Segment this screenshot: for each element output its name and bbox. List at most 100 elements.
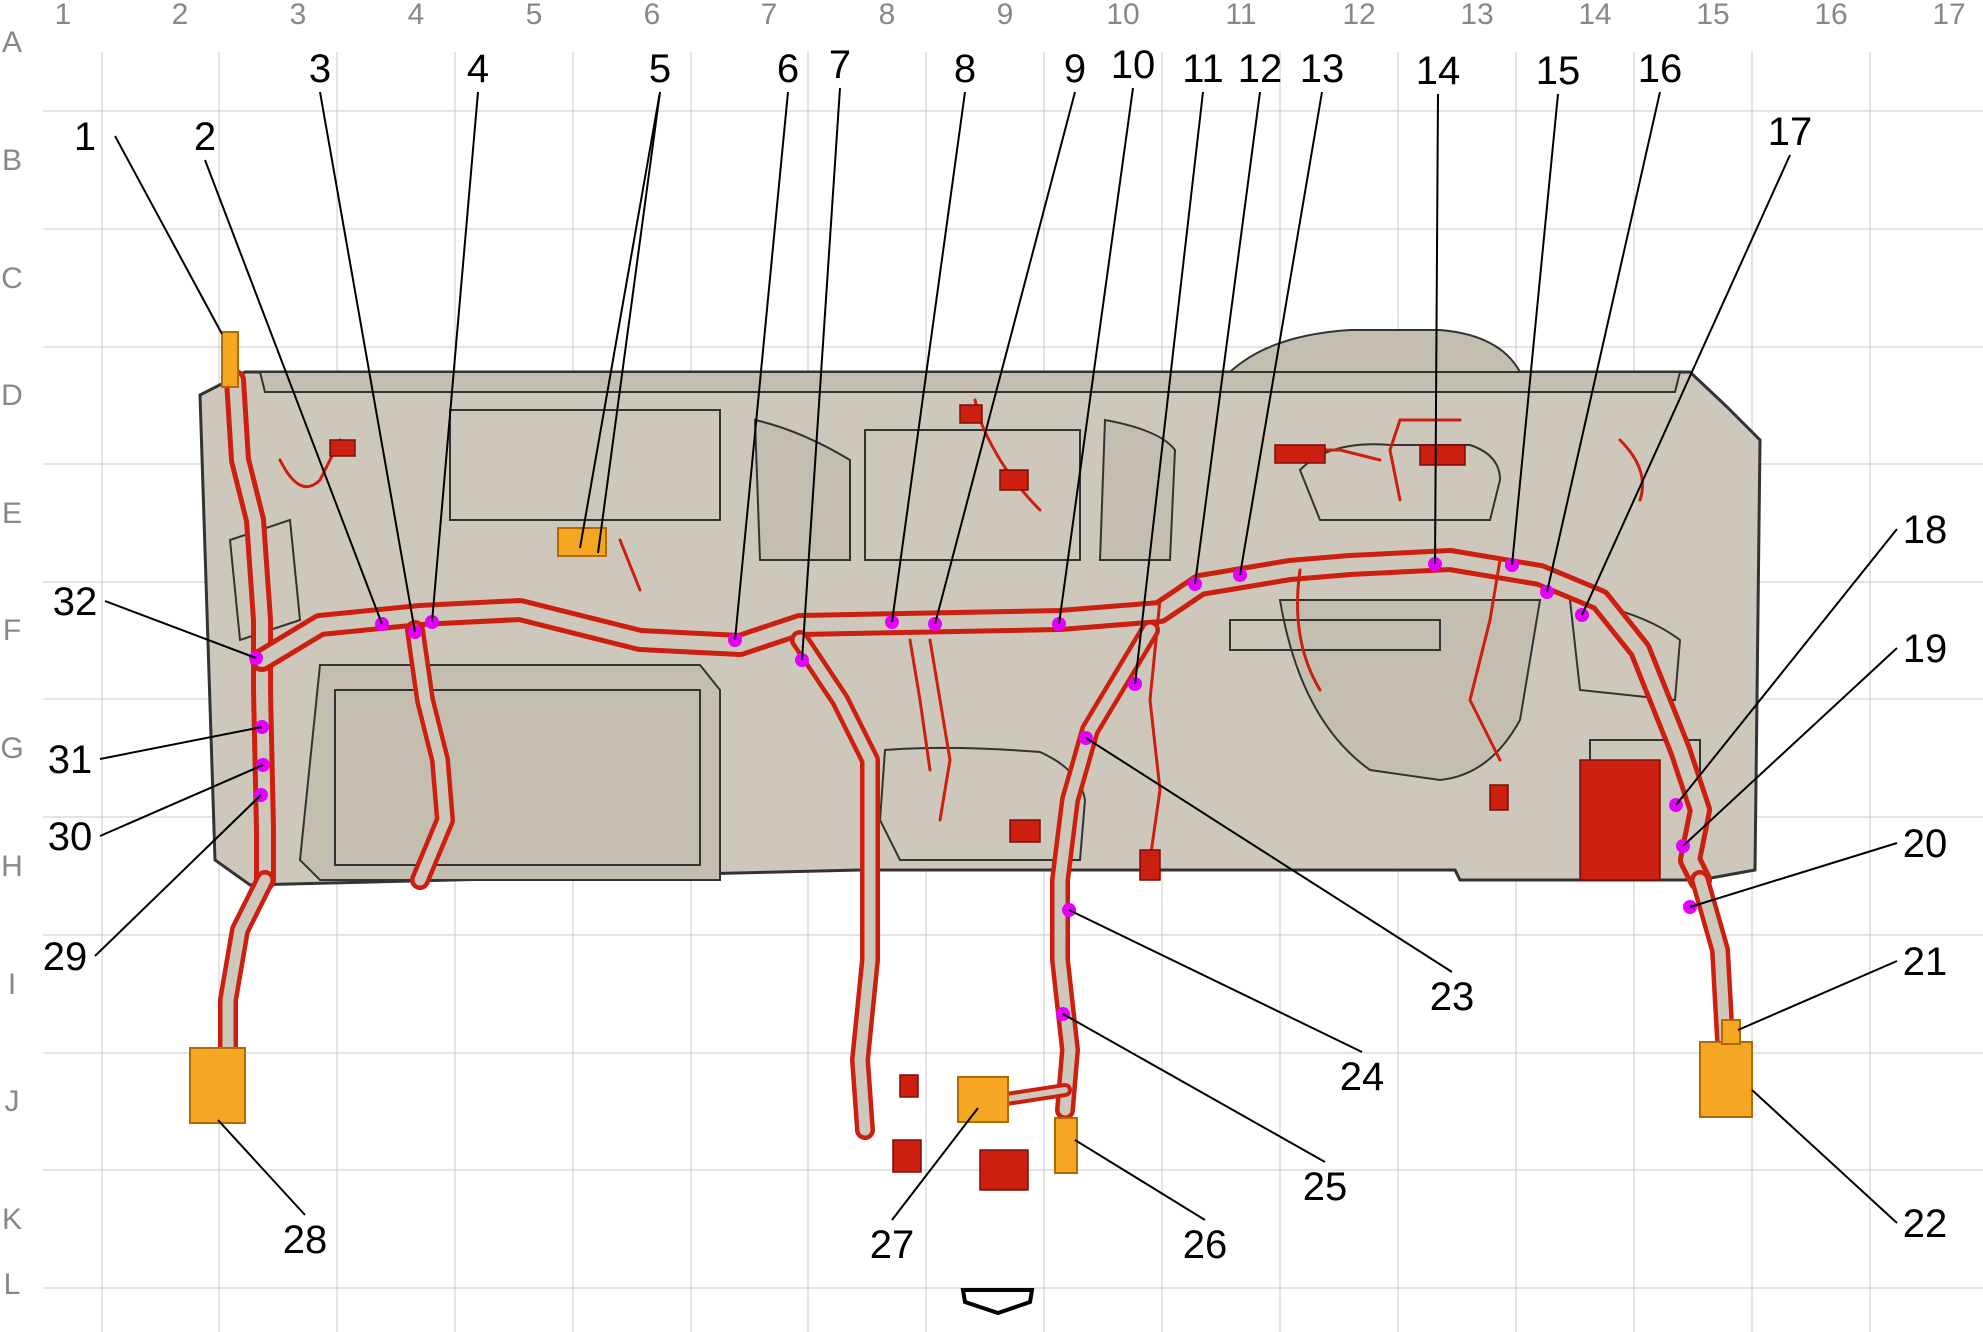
grid-column-label: 13: [1460, 0, 1493, 31]
grid-row-label: J: [5, 1085, 20, 1118]
callout-number: 18: [1903, 508, 1948, 552]
callout-number: 24: [1340, 1055, 1385, 1099]
callout-number: 9: [1064, 47, 1086, 91]
callout-number: 2: [194, 115, 216, 159]
callout-leader-line: [104, 600, 257, 659]
grid-column-label: 1: [55, 0, 72, 31]
callout-number: 7: [829, 43, 851, 87]
callout-leader-line: [1068, 909, 1363, 1053]
grid-column-label: 5: [526, 0, 543, 31]
connection-marker: [249, 651, 263, 665]
connector-red-g13: [1489, 784, 1509, 811]
callout-number: 14: [1416, 49, 1461, 93]
callout-leader-line: [1737, 960, 1898, 1031]
callout-number: 22: [1903, 1202, 1948, 1246]
callout-leader-line: [891, 1107, 979, 1221]
grid-column-label: 16: [1814, 0, 1847, 31]
callout-leader-line: [1751, 1089, 1898, 1224]
grid-row-label: H: [1, 850, 23, 883]
callout-number: 32: [53, 580, 98, 624]
connector-26: [1054, 1117, 1078, 1174]
callout-number: 25: [1303, 1165, 1348, 1209]
connector-red-lower-left: [892, 1139, 922, 1173]
connector-1: [221, 331, 239, 388]
connector-red-j8: [899, 1074, 919, 1098]
callout-number: 10: [1111, 43, 1156, 87]
callout-leader-line: [1434, 93, 1439, 565]
grid-column-label: 12: [1342, 0, 1375, 31]
callout-number: 12: [1238, 47, 1283, 91]
callout-leader-line: [1058, 87, 1134, 625]
callout-leader-line: [99, 764, 264, 837]
grid-column-label: 14: [1578, 0, 1611, 31]
grid-row-label: K: [2, 1203, 22, 1236]
callout-leader-line: [597, 91, 661, 554]
down-chevron-arrow-icon: [960, 1288, 1035, 1316]
callout-number: 5: [649, 47, 671, 91]
callout-number: 13: [1300, 47, 1345, 91]
grid-column-label: 4: [408, 0, 425, 31]
grid-column-label: 7: [761, 0, 778, 31]
grid-column-label: 6: [644, 0, 661, 31]
connector-red-h11: [1139, 849, 1161, 881]
callout-leader-line: [1074, 1139, 1206, 1221]
connector-red-left: [329, 439, 356, 457]
callout-number: 28: [283, 1218, 328, 1262]
callout-number: 16: [1638, 47, 1683, 91]
callout-leader-line: [431, 91, 479, 623]
callout-leader-line: [1546, 91, 1661, 593]
grid-row-label: L: [4, 1268, 21, 1301]
callout-leader-line: [801, 87, 841, 661]
callout-leader-line: [1239, 91, 1323, 576]
connector-red-right: [1419, 444, 1466, 466]
callout-leader-line: [1511, 93, 1559, 566]
connector-27: [957, 1076, 1009, 1123]
wiring-harness: [218, 369, 1735, 1140]
callout-number: 29: [43, 935, 88, 979]
callout-leader-line: [1194, 91, 1261, 585]
grid-row-label: G: [0, 732, 23, 765]
grid-column-label: 3: [290, 0, 307, 31]
connector-red-h9: [1009, 819, 1041, 843]
callout-number: 6: [777, 47, 799, 91]
callout-leader-line: [1682, 647, 1898, 847]
callout-leader-line: [1675, 528, 1898, 806]
callout-number: 11: [1182, 47, 1224, 91]
callout-number: 31: [48, 738, 93, 782]
callout-leader-line: [934, 91, 1076, 625]
callout-number: 26: [1183, 1223, 1228, 1267]
connector-red-center: [1274, 444, 1326, 464]
callout-leader-line: [734, 91, 789, 641]
callout-number: 1: [74, 115, 96, 159]
grid-column-label: 2: [172, 0, 189, 31]
grid-row-label: C: [1, 262, 23, 295]
callout-number: 4: [467, 47, 489, 91]
connector-red-lower: [979, 1149, 1029, 1191]
callout-leader-line: [1581, 154, 1791, 616]
callout-leader-line: [114, 135, 223, 335]
grid-row-label: I: [8, 968, 16, 1001]
callout-leader-line: [1134, 91, 1204, 685]
callout-leader-line: [1085, 737, 1453, 973]
grid-column-label: 8: [879, 0, 896, 31]
callout-leader-line: [891, 91, 966, 623]
fuse-block: [1579, 759, 1661, 881]
grid-row-label: A: [2, 26, 22, 59]
grid-row-label: B: [2, 144, 22, 177]
callout-number: 19: [1903, 627, 1948, 671]
grid-column-label: 9: [997, 0, 1014, 31]
connector-21: [1721, 1019, 1741, 1045]
grid-column-label: 15: [1696, 0, 1729, 31]
grid-column-label: 10: [1106, 0, 1139, 31]
callout-leader-line: [99, 726, 263, 760]
callout-number: 23: [1430, 975, 1475, 1019]
connector-red-mid: [999, 469, 1029, 491]
callout-leader-line: [204, 159, 383, 625]
grid-column-label: 11: [1225, 0, 1256, 31]
callout-leader-line: [94, 794, 262, 957]
callout-leader-line: [319, 91, 416, 633]
